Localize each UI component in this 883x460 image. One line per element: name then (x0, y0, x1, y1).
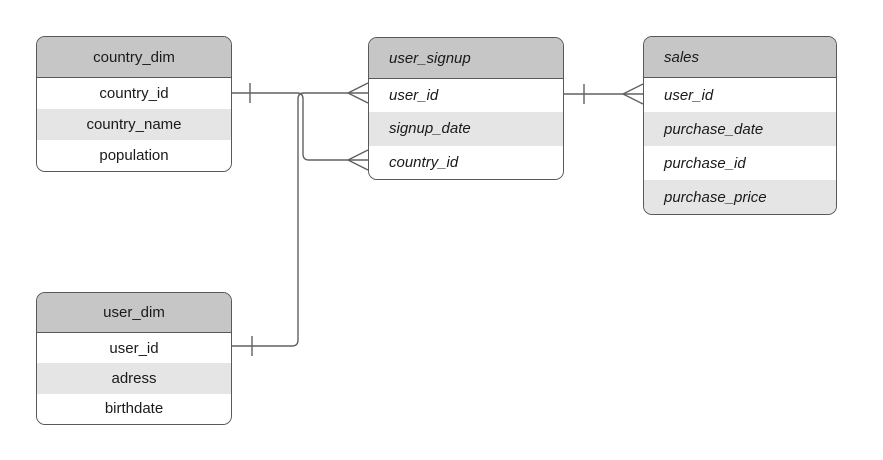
table-header: user_signup (369, 38, 563, 79)
crows-foot-many (622, 83, 644, 95)
table-title: user_dim (103, 304, 165, 321)
crows-foot-many (347, 149, 369, 161)
table-field-row-user_id: user_id (369, 79, 563, 113)
table-field-row-population: population (37, 140, 231, 171)
crows-foot-many (622, 93, 644, 105)
field-name: country_id (99, 85, 169, 102)
table-field-row-signup_date: signup_date (369, 112, 563, 146)
field-name: population (99, 147, 169, 164)
table-field-row-country_name: country_name (37, 109, 231, 140)
table-field-row-user_id: user_id (37, 333, 231, 364)
table-field-row-purchase_date: purchase_date (644, 112, 836, 146)
table-title: user_signup (389, 49, 471, 67)
table-field-row-birthdate: birthdate (37, 393, 231, 424)
field-name: user_id (109, 339, 159, 357)
field-name: country_name (86, 116, 182, 133)
entity-table-country_dim[interactable]: country_dim country_id country_name popu… (36, 36, 232, 172)
field-name: user_id (664, 86, 714, 104)
table-rows: country_id country_name population (37, 78, 231, 171)
field-name: birthdate (104, 400, 164, 418)
table-rows: user_id adress birthdate (37, 333, 231, 424)
table-field-row-purchase_price: purchase_price (644, 180, 836, 214)
field-name: purchase_id (664, 154, 746, 172)
table-title: country_dim (93, 48, 175, 66)
entity-table-user_signup[interactable]: user_signup user_id signup_date country_… (368, 37, 564, 180)
field-name: signup_date (389, 120, 471, 138)
field-name: user_id (389, 87, 439, 105)
relationship-user_dim.user_id-to-user_signup.user_id (232, 82, 369, 356)
field-name: adress (111, 369, 157, 387)
table-header: user_dim (37, 293, 231, 333)
table-title: sales (664, 48, 700, 66)
connector-line (232, 92, 348, 161)
table-field-row-country_id: country_id (37, 78, 231, 109)
entity-table-sales[interactable]: sales user_id purchase_date purchase_id … (643, 36, 837, 215)
field-name: purchase_date (664, 120, 764, 138)
field-name: purchase_price (664, 188, 767, 206)
crows-foot-many (347, 82, 369, 94)
table-rows: user_id purchase_date purchase_id purcha… (644, 78, 836, 214)
table-header: country_dim (37, 37, 231, 78)
crows-foot-many (347, 92, 369, 104)
connector-line (232, 92, 348, 347)
table-header: sales (644, 37, 836, 78)
table-field-row-user_id: user_id (644, 78, 836, 112)
relationship-country_dim.country_id-to-user_signup.country_id (232, 83, 369, 171)
crows-foot-many (347, 159, 369, 171)
table-field-row-adress: adress (37, 363, 231, 394)
field-name: country_id (389, 153, 459, 171)
relationship-user_signup.user_id-to-sales.user_id (564, 83, 644, 105)
table-field-row-country_id: country_id (369, 145, 563, 179)
table-field-row-purchase_id: purchase_id (644, 146, 836, 180)
entity-table-user_dim[interactable]: user_dim user_id adress birthdate (36, 292, 232, 425)
table-rows: user_id signup_date country_id (369, 79, 563, 179)
